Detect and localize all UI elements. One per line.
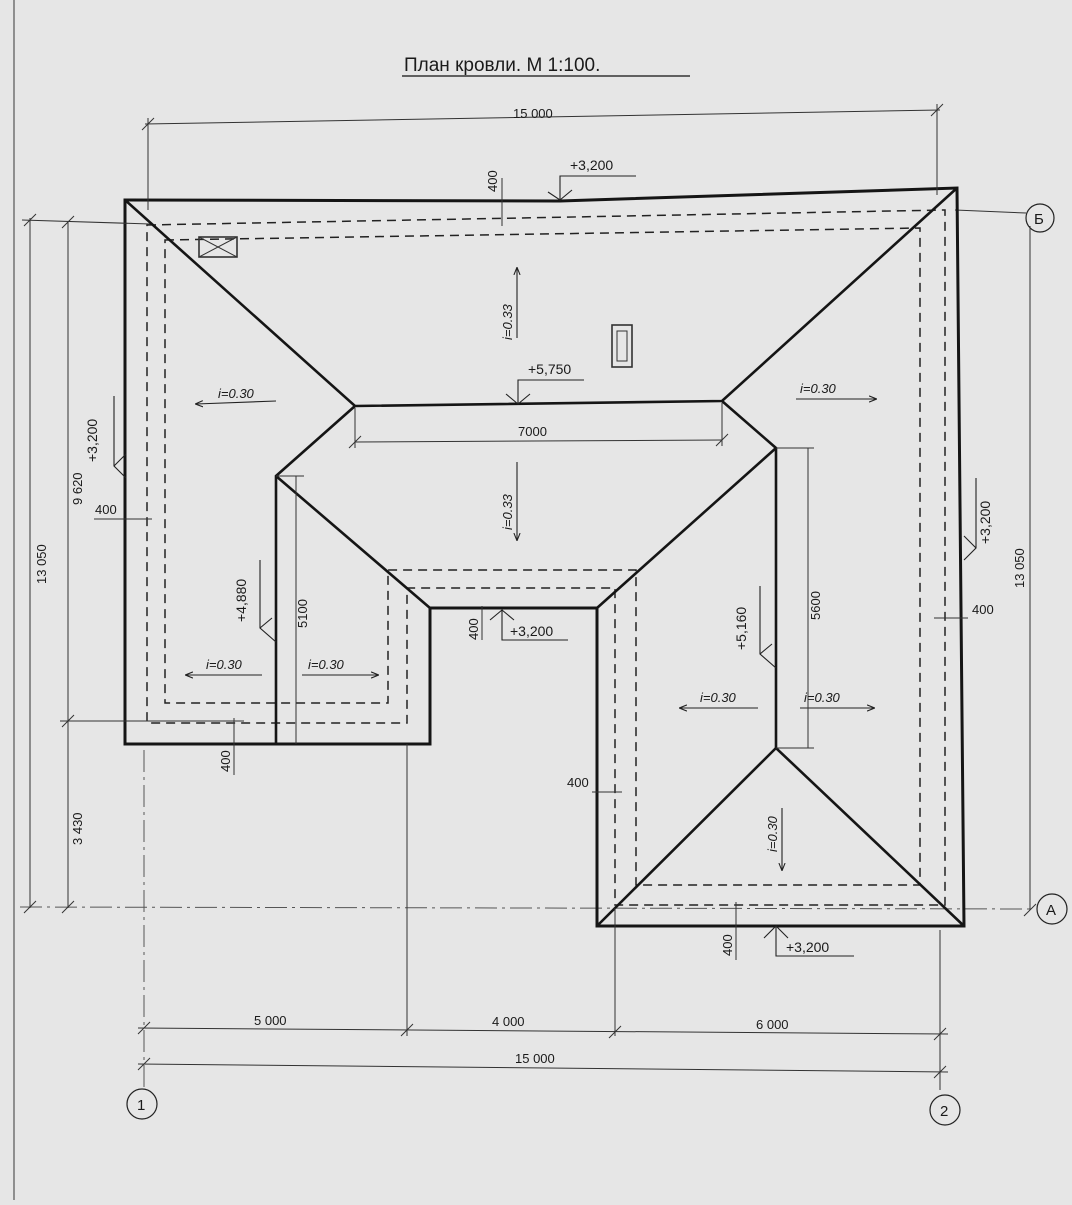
slope-left-wing-outer: i=0.30 [206, 657, 243, 672]
axis-2-bubble [929, 1094, 961, 1126]
valley-right [596, 447, 777, 609]
axis-b-label: Б [1034, 211, 1044, 228]
level-top: +3,200 [570, 157, 613, 173]
slope-center: i=0.33 [500, 493, 515, 530]
level-marker-ridge [505, 379, 584, 406]
slope-top: i=0.33 [500, 303, 515, 340]
dim-left-upper: 9 620 [70, 472, 85, 505]
dim-ridge-length: 7000 [518, 424, 547, 439]
slope-bottom-hip: i=0.30 [765, 815, 780, 852]
ridge-left-wing [274, 405, 356, 744]
dim-overhang-top: 400 [485, 170, 500, 192]
axis-2-label: 2 [940, 1103, 948, 1120]
slope-left-upper: i=0.30 [218, 386, 255, 401]
dim-left-ext-top [21, 219, 151, 225]
dim-left-tick-3 [61, 714, 75, 728]
level-marker-right-tick [963, 535, 977, 549]
level-marker-inner [489, 608, 568, 641]
dim-overhang-bottom-left: 400 [218, 750, 233, 772]
dim-overhang-right: 400 [972, 602, 994, 617]
slope-right-wing-inner: i=0.30 [700, 690, 737, 705]
axis-1-bubble [126, 1088, 158, 1120]
dim-overhang-center-left: 400 [567, 775, 589, 790]
dim-top-total: 15 000 [513, 106, 553, 121]
drawing-title: План кровли. М 1:100. [404, 55, 600, 76]
dim-left-tick-5 [61, 900, 75, 914]
dim-right-total: 13 050 [1012, 548, 1027, 588]
valley-left [275, 475, 431, 609]
dim-left-lower: 3 430 [70, 812, 85, 845]
dim-top-tick-right [930, 103, 944, 117]
level-marker-right [963, 478, 977, 561]
level-marker-top-tick [559, 189, 573, 201]
dim-bottom-total: 15 000 [515, 1051, 555, 1066]
hip-bottom [596, 746, 965, 927]
slope-right-upper: i=0.30 [800, 381, 837, 396]
dim-left-total: 13 050 [34, 544, 49, 584]
axis-leader-b [954, 209, 1027, 214]
dim-overhang-bottom-right: 400 [720, 934, 735, 956]
dim-bottom-tick-3 [608, 1025, 622, 1039]
dim-bottom-seg2: 4 000 [492, 1014, 525, 1029]
dim-bottom-seg-line [137, 1027, 949, 1035]
dim-bottom-tick-6 [933, 1065, 947, 1079]
dim-left-tick-2 [61, 215, 75, 229]
chimney-icon [611, 324, 633, 368]
dim-bottom-seg1: 5 000 [254, 1013, 287, 1028]
slope-right-wing-outer: i=0.30 [804, 690, 841, 705]
chimney-inner-icon [616, 330, 628, 362]
dim-left-wing-ridge: 5100 [295, 599, 310, 628]
level-left-wing: +4,880 [233, 579, 249, 622]
dim-ridge-tick-right [715, 433, 729, 447]
dim-ridge-tick-left [348, 435, 362, 449]
level-marker-inner-tick [501, 609, 515, 621]
level-marker-left-tick [113, 453, 127, 467]
dim-bottom-tick-2 [400, 1023, 414, 1037]
level-marker-top [547, 175, 636, 202]
level-inner: +3,200 [510, 623, 553, 639]
axis-a-bubble [1036, 893, 1068, 925]
dim-ridge-line [354, 439, 723, 443]
level-left: +3,200 [84, 419, 100, 462]
slope-left-wing-inner: i=0.30 [308, 657, 345, 672]
level-marker-right-wing [759, 586, 777, 669]
axis-line-a [19, 906, 1031, 910]
wall-line-outer [146, 209, 946, 906]
axis-b-bubble [1025, 203, 1055, 233]
ridge-main [124, 187, 958, 408]
wall-line-inner [164, 227, 921, 886]
level-right: +3,200 [977, 501, 993, 544]
level-marker-left-wing-tick [259, 617, 273, 629]
dim-top-tick-left [141, 117, 155, 131]
axis-a-label: А [1046, 902, 1056, 919]
level-marker-bottom [763, 924, 854, 957]
hatch-diagonal-2 [198, 236, 238, 258]
level-marker-ridge-tick [517, 393, 531, 405]
dim-bottom-tick-1 [137, 1021, 151, 1035]
level-marker-right-wing-tick [759, 643, 773, 655]
level-marker-bottom-tick [775, 925, 789, 939]
level-right-wing: +5,160 [733, 607, 749, 650]
dim-bottom-tick-5 [137, 1057, 151, 1071]
dim-overhang-left: 400 [95, 502, 117, 517]
slope-arrow-left-upper [196, 401, 277, 404]
dim-left-tick-4 [23, 900, 37, 914]
dim-right-tick-bottom [1023, 903, 1037, 917]
dim-top-line [144, 109, 941, 125]
dim-left-tick-1 [23, 213, 37, 227]
dim-bottom-seg3: 6 000 [756, 1017, 789, 1032]
dim-bottom-tick-4 [933, 1027, 947, 1041]
dim-bottom-total-line [137, 1063, 949, 1073]
roof-outline [123, 186, 966, 928]
axis-1-label: 1 [137, 1097, 145, 1114]
level-ridge: +5,750 [528, 361, 571, 377]
dim-right-wing-ridge: 5600 [808, 591, 823, 620]
level-bottom: +3,200 [786, 939, 829, 955]
level-marker-left-wing [259, 560, 277, 643]
hatch-icon [198, 236, 238, 258]
dim-overhang-inner: 400 [466, 618, 481, 640]
